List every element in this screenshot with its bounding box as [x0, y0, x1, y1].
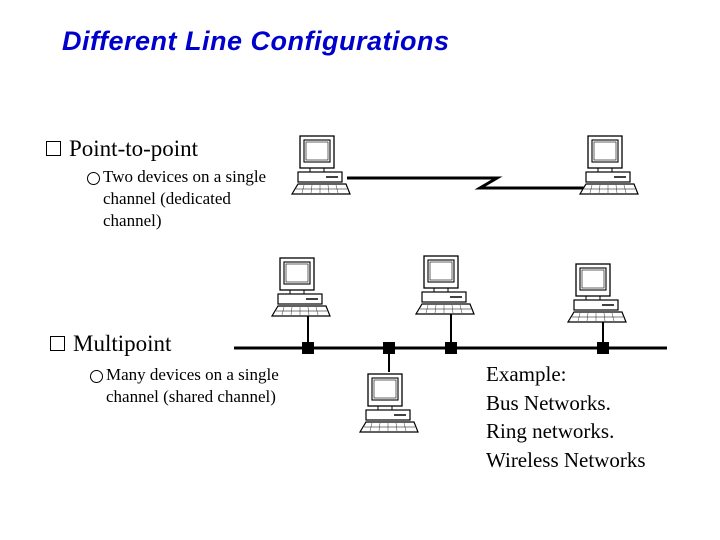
example-heading: Example: [486, 362, 567, 386]
multi-desc-line1: Many devices on a single [106, 365, 279, 384]
multipoint-description: Many devices on a single channel (shared… [90, 364, 330, 408]
p2p-desc-line1: Two devices on a single [103, 167, 267, 186]
example-block: Example: Bus Networks. Ring networks. Wi… [486, 360, 646, 474]
point-to-point-link [347, 176, 590, 190]
slide-title: Different Line Configurations [62, 26, 450, 56]
bullet-point-to-point: Point-to-point [46, 136, 198, 162]
p2p-desc-line3: channel) [103, 211, 162, 230]
computer-icon [359, 373, 419, 433]
circle-bullet-icon [87, 172, 100, 185]
computer-icon [415, 255, 475, 315]
example-item-wireless: Wireless Networks [486, 447, 646, 472]
example-item-ring: Ring networks. [486, 419, 615, 443]
computer-icon [567, 263, 627, 323]
bullet-multipoint: Multipoint [50, 331, 171, 357]
example-item-bus: Bus Networks. [486, 390, 611, 415]
p2p-desc-line2: channel (dedicated [103, 189, 231, 208]
computer-icon [271, 257, 331, 317]
circle-bullet-icon [90, 370, 103, 383]
multipoint-bus [234, 314, 667, 372]
multi-desc-line2: channel (shared channel) [106, 387, 276, 406]
square-bullet-icon [50, 336, 65, 351]
multipoint-label: Multipoint [73, 331, 172, 356]
computer-icon [579, 135, 639, 195]
point-to-point-description: Two devices on a single channel (dedicat… [87, 166, 302, 232]
computer-icon [291, 135, 351, 195]
square-bullet-icon [46, 141, 61, 156]
point-to-point-label: Point-to-point [69, 136, 199, 161]
